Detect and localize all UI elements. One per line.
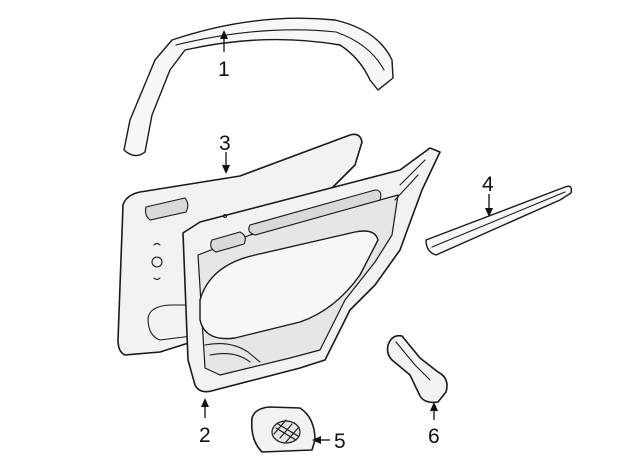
leader-2: [201, 398, 209, 418]
part-3-door-trim-panel: [117, 133, 363, 356]
callout-4: 4: [482, 173, 494, 196]
leader-3: [222, 152, 230, 174]
part-1-window-molding: [123, 17, 394, 157]
part-6-pull-handle: [386, 334, 448, 404]
callout-3: 3: [219, 132, 231, 155]
leader-5: [312, 436, 330, 444]
callout-2: 2: [199, 424, 211, 447]
part-2-door-inner-panel: [182, 147, 441, 393]
leader-1: [220, 30, 228, 52]
leader-6: [430, 402, 438, 420]
part-4-belt-molding: [425, 185, 573, 256]
callout-5: 5: [334, 430, 346, 453]
leader-4: [485, 194, 493, 217]
part-5-speaker-grille: [250, 406, 316, 453]
callout-6: 6: [428, 425, 440, 448]
callout-1: 1: [218, 58, 230, 81]
